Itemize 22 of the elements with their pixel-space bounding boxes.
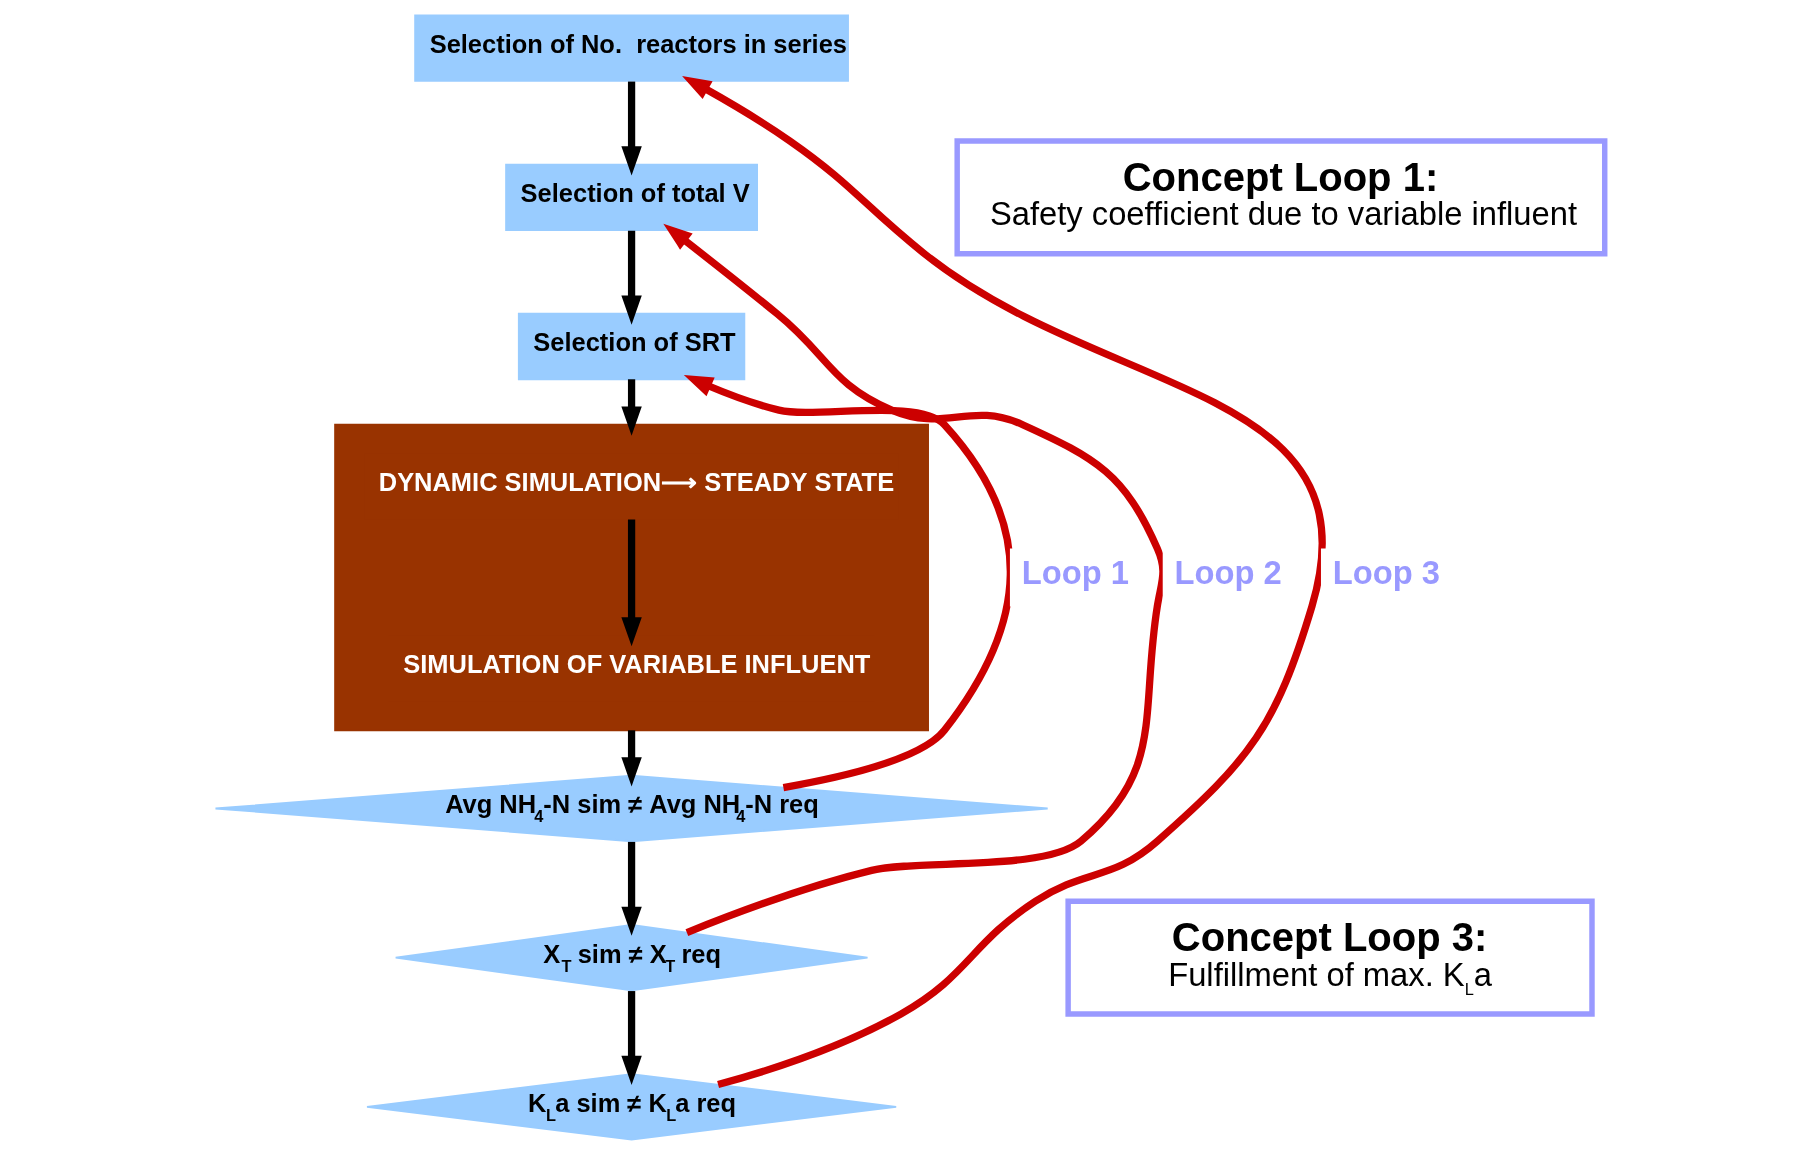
- node-diamond: K$_{L}$a sim ≠ K$_{L}$a req: [366, 1073, 898, 1141]
- edge-label: Loop 3: [1332, 553, 1441, 591]
- arrow: [682, 76, 1326, 1089]
- node-box: Selection of total V: [505, 163, 758, 231]
- arrow: [621, 730, 642, 787]
- node-diamond: Avg NH$_{4}$-N sim ≠ Avg NH$_{4}$-N req: [214, 774, 1049, 843]
- edge-label: Loop 2: [1174, 553, 1282, 591]
- arrow: [621, 81, 642, 176]
- node-box: Selection of SRT: [517, 312, 746, 381]
- arrow: [621, 379, 642, 436]
- node-box: Concept Loop 1: Safety coefficient due to variable influent: [954, 138, 1608, 257]
- node-box: Selection of No. reactors in series: [414, 14, 849, 82]
- node-diamond: X$_{T}$ sim ≠ X$_{T}$ req: [394, 924, 869, 992]
- cluster: [334, 423, 929, 732]
- arrow: [683, 375, 1014, 792]
- edge-label: Loop 1: [1021, 553, 1130, 591]
- arrow: [621, 841, 642, 936]
- node-text: SIMULATION OF VARIABLE INFLUENT: [403, 650, 871, 679]
- arrow: [621, 230, 642, 325]
- arrow: [621, 991, 642, 1085]
- node-box: Concept Loop 3: Fulfillment of max. K$_{L}$a: [1065, 898, 1595, 1017]
- node-text: DYNAMIC SIMULATION⟶ STEADY STATE: [378, 468, 895, 497]
